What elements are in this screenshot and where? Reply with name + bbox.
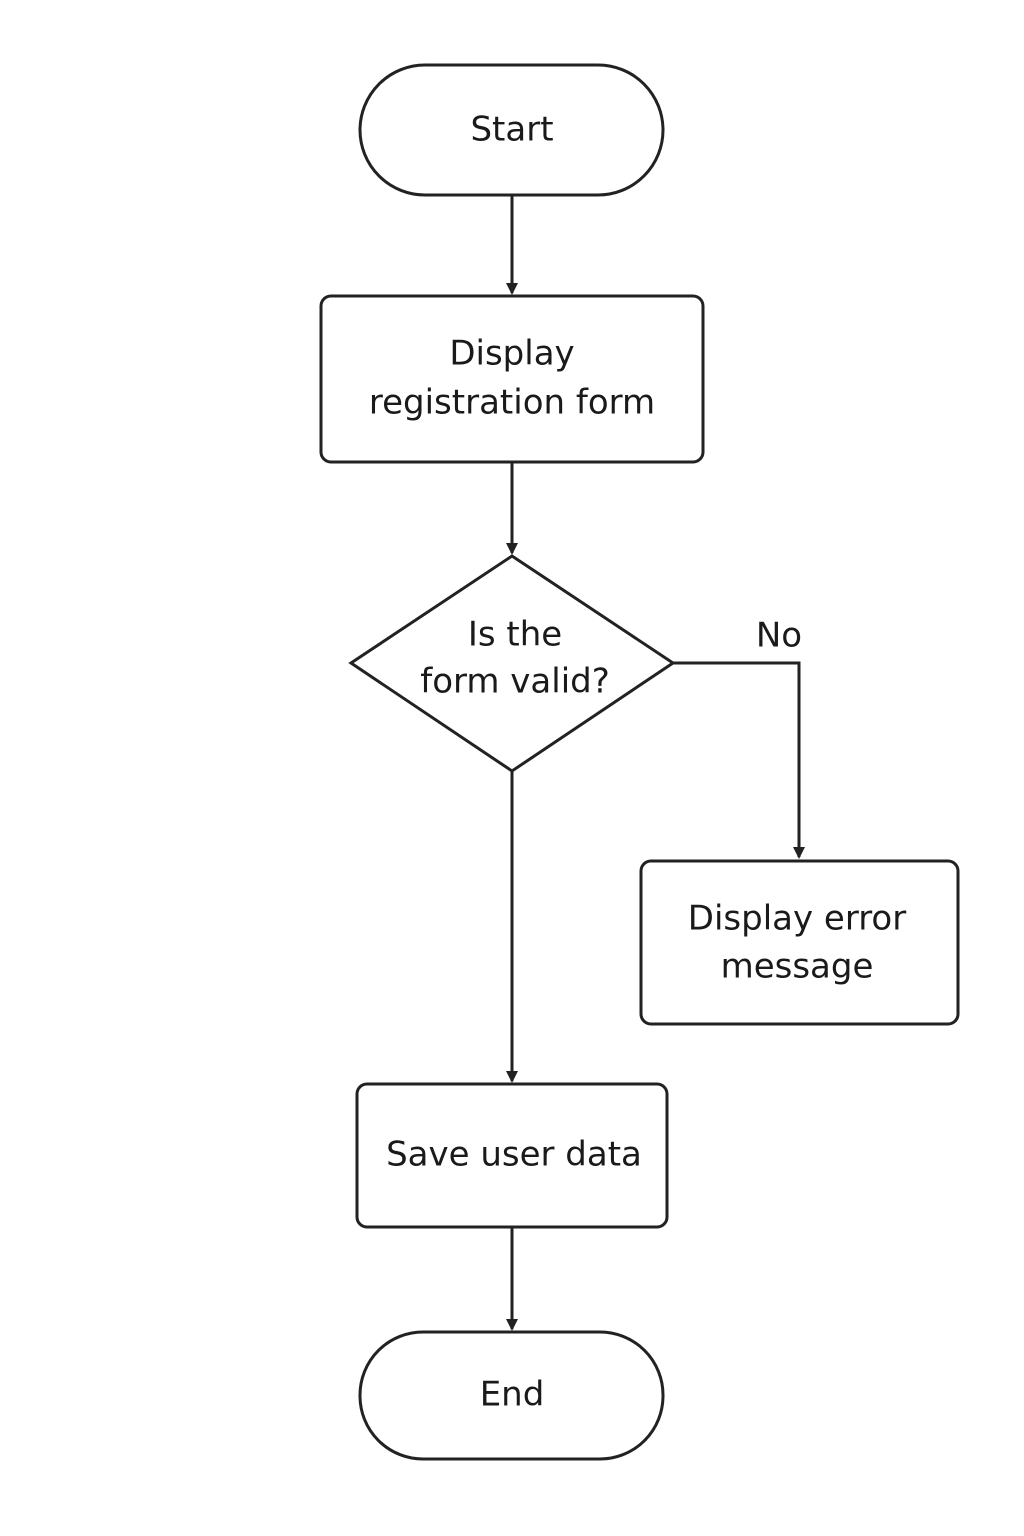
end-label: End — [480, 1375, 545, 1415]
display-form-label-line1: Display — [449, 334, 574, 374]
decision-label-line2: form valid? — [420, 662, 610, 702]
display-form-node: Display registration form — [319, 294, 705, 464]
error-label-line1: Display error — [688, 899, 906, 939]
save-node: Save user data — [355, 1082, 669, 1229]
end-node: End — [358, 1330, 665, 1461]
decision-node: Is the form valid? — [348, 554, 676, 773]
decision-label-line1: Is the — [468, 615, 562, 655]
start-node: Start — [358, 63, 665, 197]
no-branch-label: No — [756, 616, 802, 656]
start-label: Start — [470, 110, 553, 150]
arrow-decision-no-to-error — [673, 661, 805, 859]
error-node: Display error message — [639, 859, 960, 1026]
save-label: Save user data — [386, 1135, 642, 1175]
error-label-line2: message — [721, 947, 874, 987]
display-form-label-line2: registration form — [369, 383, 655, 423]
